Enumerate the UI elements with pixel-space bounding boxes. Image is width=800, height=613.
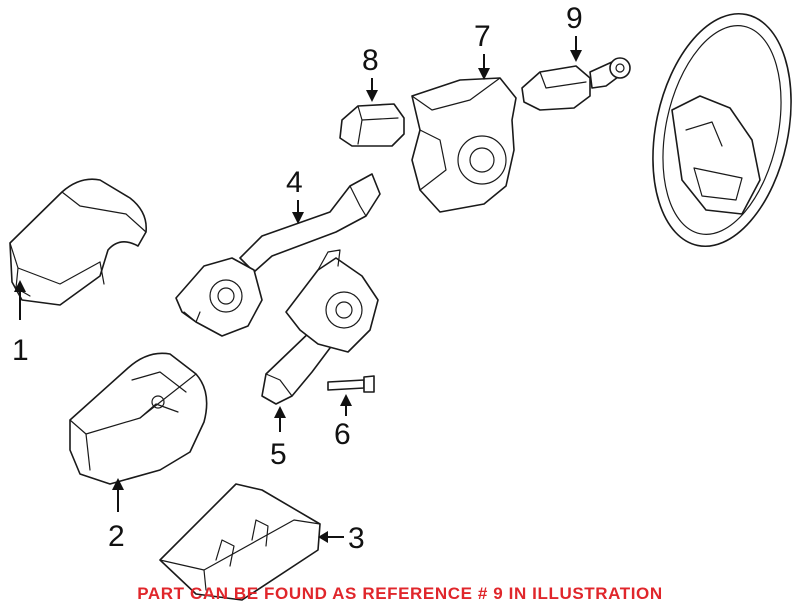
callout-6: 6 xyxy=(334,418,351,451)
part-8-ignition-switch xyxy=(339,103,405,147)
part-4-multifunction-switch xyxy=(175,173,381,337)
part-reference-note: PART CAN BE FOUND AS REFERENCE # 9 IN IL… xyxy=(137,584,663,603)
part-3-cover-plate xyxy=(159,483,321,601)
callout-3: 3 xyxy=(348,522,365,555)
arrow-7 xyxy=(478,54,490,80)
arrow-6 xyxy=(340,394,352,416)
steering-wheel xyxy=(652,12,792,248)
callout-2: 2 xyxy=(108,520,125,553)
arrow-3 xyxy=(318,531,344,543)
part-9-lock-cylinder xyxy=(521,57,631,111)
callout-9: 9 xyxy=(566,2,583,35)
callout-5: 5 xyxy=(270,438,287,471)
callout-4: 4 xyxy=(286,166,303,199)
part-5-turn-signal-switch xyxy=(261,249,379,405)
arrow-9 xyxy=(570,36,582,62)
arrow-1 xyxy=(14,280,26,320)
part-1-upper-shroud xyxy=(9,178,147,306)
arrow-2 xyxy=(112,478,124,512)
callout-8: 8 xyxy=(362,44,379,77)
arrow-4 xyxy=(292,200,304,224)
callout-7: 7 xyxy=(474,20,491,53)
arrow-5 xyxy=(274,406,286,432)
part-6-bolt xyxy=(327,375,375,393)
callout-1: 1 xyxy=(12,334,29,367)
part-7-lock-housing xyxy=(411,77,517,213)
arrow-8 xyxy=(366,78,378,102)
part-2-lower-shroud xyxy=(69,352,208,485)
